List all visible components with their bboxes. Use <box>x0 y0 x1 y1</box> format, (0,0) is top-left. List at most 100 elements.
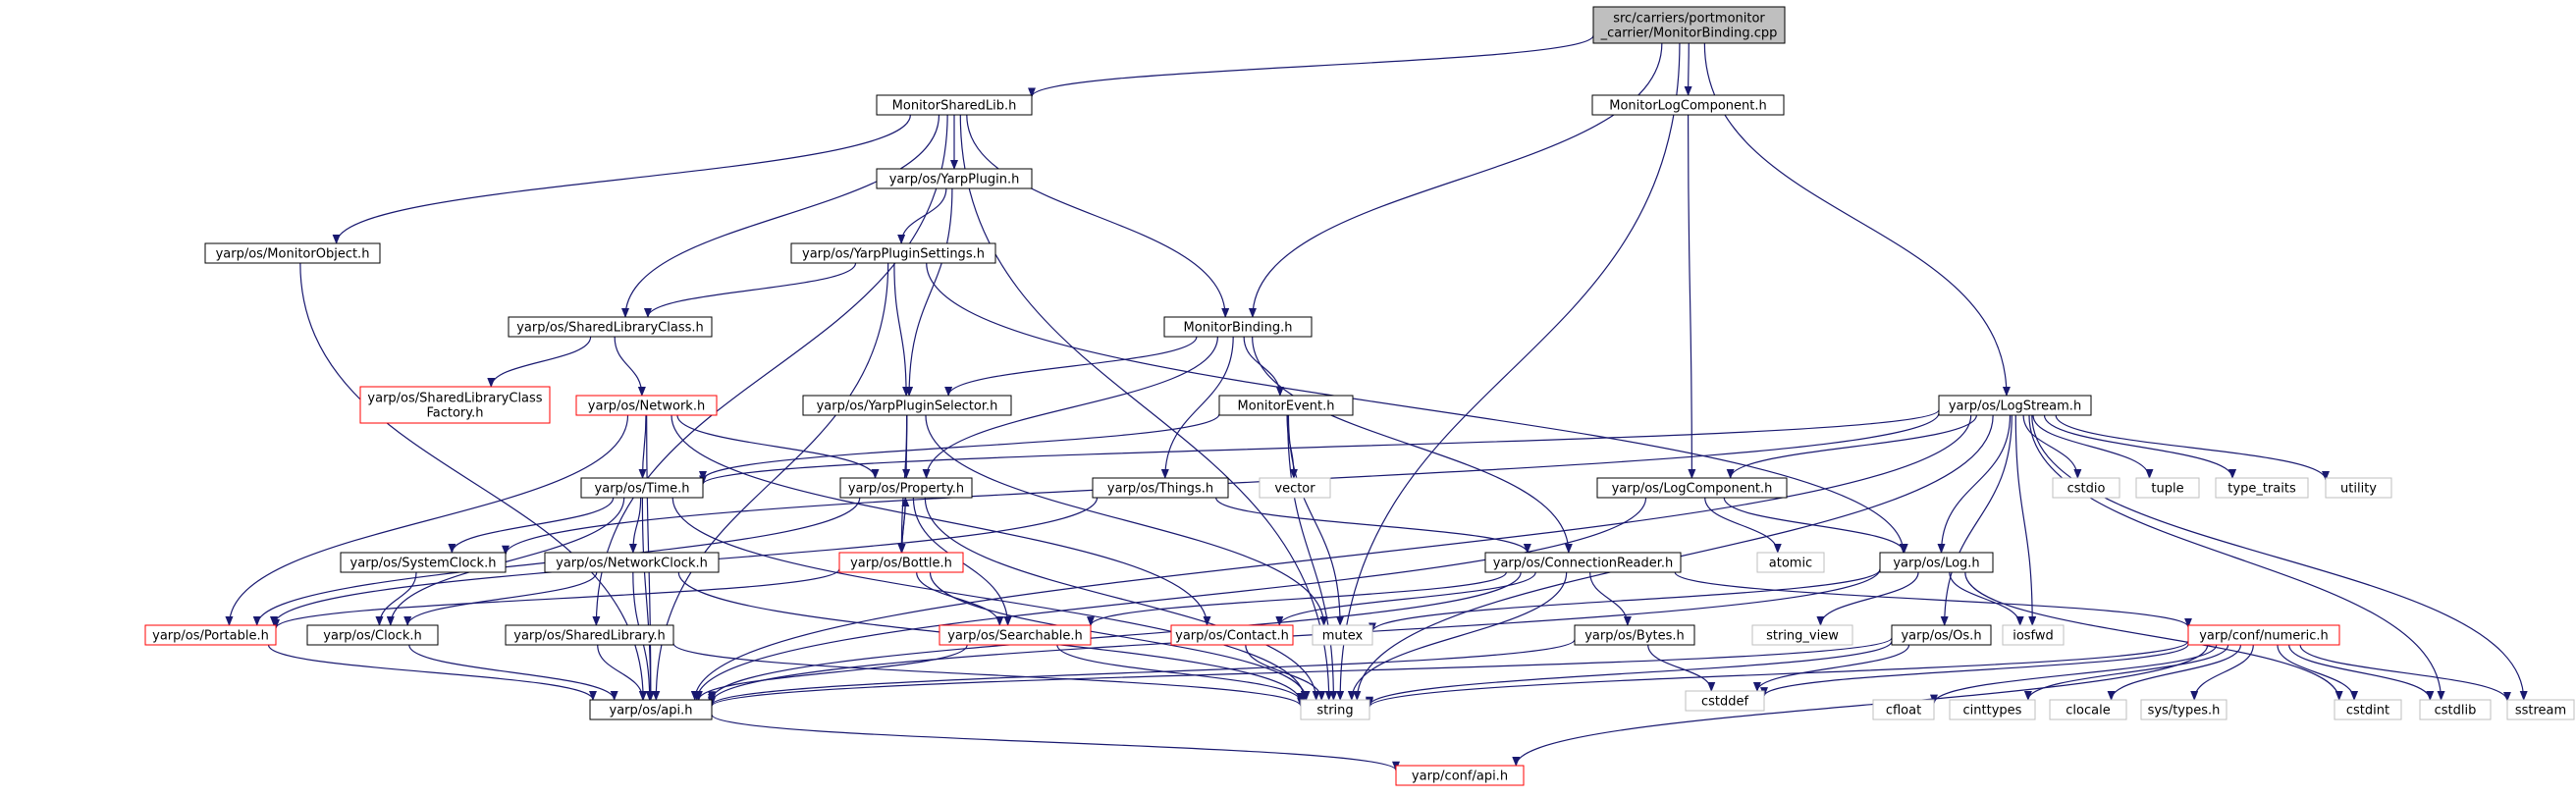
node-cstdint[interactable]: cstdint <box>2334 699 2402 720</box>
node-sc[interactable]: yarp/os/SystemClock.h <box>340 552 507 573</box>
node-box-mb <box>1163 316 1313 338</box>
node-label-mo: yarp/os/MonitorObject.h <box>216 247 370 262</box>
node-mutex[interactable]: mutex <box>1312 624 1373 646</box>
node-box-root <box>1592 6 1786 44</box>
node-label-tuple: tuple <box>2151 482 2183 497</box>
edge-root-to-msl <box>1028 34 1594 98</box>
node-label-net: yarp/os/Network.h <box>588 399 705 414</box>
node-clock[interactable]: yarp/os/Clock.h <box>306 624 439 646</box>
node-box-cinttypes <box>1949 699 2036 720</box>
node-yp[interactable]: yarp/os/YarpPlugin.h <box>876 168 1033 189</box>
edge-ls-to-cstdio <box>2022 414 2082 479</box>
node-tt[interactable]: type_traits <box>2215 477 2309 499</box>
node-yps[interactable]: yarp/os/YarpPluginSettings.h <box>790 242 996 264</box>
node-box-cstdio <box>2052 477 2120 499</box>
edge-yps-to-slc <box>644 262 857 318</box>
node-label-clock: yarp/os/Clock.h <box>323 629 421 644</box>
edge-sc-to-clock <box>375 571 417 626</box>
node-sl[interactable]: yarp/os/SharedLibrary.h <box>505 624 674 646</box>
edge-mb-to-ypsel <box>944 336 1198 397</box>
node-sv[interactable]: string_view <box>1751 624 1853 646</box>
node-bottle[interactable]: yarp/os/Bottle.h <box>838 552 964 573</box>
edge-api-to-confapi <box>711 714 1400 771</box>
edge-bottle-to-portable <box>272 568 840 630</box>
edge-portable-to-api <box>267 644 597 701</box>
node-lc[interactable]: yarp/os/LogComponent.h <box>1596 477 1788 499</box>
edge-net-to-prop <box>676 414 880 479</box>
edge-log-to-sv <box>1816 571 1919 626</box>
node-iosfwd[interactable]: iosfwd <box>2002 624 2065 646</box>
node-net[interactable]: yarp/os/Network.h <box>575 395 718 416</box>
node-cinttypes[interactable]: cinttypes <box>1949 699 2036 720</box>
edge-time-to-clock <box>386 497 625 626</box>
edge-time-to-nc <box>628 497 642 554</box>
node-me[interactable]: MonitorEvent.h <box>1218 395 1354 416</box>
node-atomic[interactable]: atomic <box>1756 552 1825 573</box>
node-contact[interactable]: yarp/os/Contact.h <box>1170 624 1294 646</box>
node-string[interactable]: string <box>1300 699 1370 720</box>
node-vector[interactable]: vector <box>1259 477 1331 499</box>
node-box-numeric <box>2187 624 2340 646</box>
node-nc[interactable]: yarp/os/NetworkClock.h <box>544 552 720 573</box>
node-label-mlc: MonitorLogComponent.h <box>1609 99 1766 114</box>
node-msl[interactable]: MonitorSharedLib.h <box>876 94 1033 116</box>
edge-msl-to-mo <box>332 114 911 244</box>
node-utility[interactable]: utility <box>2325 477 2392 499</box>
node-box-confapi <box>1395 765 1525 786</box>
node-label-systypes: sys/types.h <box>2148 704 2221 718</box>
node-mlc[interactable]: MonitorLogComponent.h <box>1591 94 1785 116</box>
node-prop[interactable]: yarp/os/Property.h <box>839 477 973 499</box>
node-log[interactable]: yarp/os/Log.h <box>1879 552 1994 573</box>
node-numeric[interactable]: yarp/conf/numeric.h <box>2187 624 2340 646</box>
node-box-os <box>1891 624 1992 646</box>
node-ypsel[interactable]: yarp/os/YarpPluginSelector.h <box>802 395 1012 416</box>
node-label-yp: yarp/os/YarpPlugin.h <box>889 173 1020 187</box>
node-systypes[interactable]: sys/types.h <box>2140 699 2227 720</box>
node-box-sc <box>340 552 507 573</box>
edge-lc-to-atomic <box>1704 497 1782 554</box>
edge-numeric-to-cstdlib <box>2288 644 2435 701</box>
edge-ls-to-lc <box>1726 414 1977 479</box>
node-cfloat[interactable]: cfloat <box>1872 699 1935 720</box>
edge-root-to-string <box>1336 42 1681 701</box>
node-cr[interactable]: yarp/os/ConnectionReader.h <box>1484 552 1682 573</box>
edge-cr-to-numeric <box>1674 571 2192 628</box>
node-label-cfloat: cfloat <box>1886 704 1921 718</box>
node-slc[interactable]: yarp/os/SharedLibraryClass.h <box>508 316 713 338</box>
node-api[interactable]: yarp/os/api.h <box>589 699 713 720</box>
node-box-cstdlib <box>2419 699 2492 720</box>
node-cstdio[interactable]: cstdio <box>2052 477 2120 499</box>
edge-ls-to-time <box>699 409 1940 486</box>
node-search[interactable]: yarp/os/Searchable.h <box>939 624 1092 646</box>
node-tuple[interactable]: tuple <box>2135 477 2200 499</box>
node-cstdlib[interactable]: cstdlib <box>2419 699 2492 720</box>
node-label-ypsel: yarp/os/YarpPluginSelector.h <box>817 399 998 414</box>
edge-root-to-mb <box>1248 42 1663 318</box>
node-clocale[interactable]: clocale <box>2049 699 2127 720</box>
edge-search-to-string <box>1056 644 1305 703</box>
edge-cr-to-string <box>1347 571 1568 701</box>
node-label-slc: yarp/os/SharedLibraryClass.h <box>516 321 704 336</box>
node-portable[interactable]: yarp/os/Portable.h <box>144 624 277 646</box>
node-mo[interactable]: yarp/os/MonitorObject.h <box>204 242 381 264</box>
edge-me-to-time <box>699 413 1220 482</box>
node-mb[interactable]: MonitorBinding.h <box>1163 316 1313 338</box>
node-confapi[interactable]: yarp/conf/api.h <box>1395 765 1525 786</box>
node-bytes[interactable]: yarp/os/Bytes.h <box>1574 624 1695 646</box>
edge-time-to-sc <box>448 497 615 554</box>
node-box-yps <box>790 242 996 264</box>
node-root[interactable]: src/carriers/portmonitor_carrier/Monitor… <box>1592 6 1786 44</box>
edge-root-to-mlc <box>1684 42 1692 96</box>
node-box-search <box>939 624 1092 646</box>
edge-sl-to-api <box>597 644 647 701</box>
node-ls[interactable]: yarp/os/LogStream.h <box>1938 395 2092 416</box>
node-box-atomic <box>1756 552 1825 573</box>
edge-log-to-cstdint <box>1964 571 2343 701</box>
node-cstddef[interactable]: cstddef <box>1685 690 1765 712</box>
node-time[interactable]: yarp/os/Time.h <box>580 477 704 499</box>
node-sstream[interactable]: sstream <box>2506 699 2575 720</box>
node-os[interactable]: yarp/os/Os.h <box>1891 624 1992 646</box>
node-things[interactable]: yarp/os/Things.h <box>1092 477 1229 499</box>
edge-layer <box>225 34 2528 771</box>
